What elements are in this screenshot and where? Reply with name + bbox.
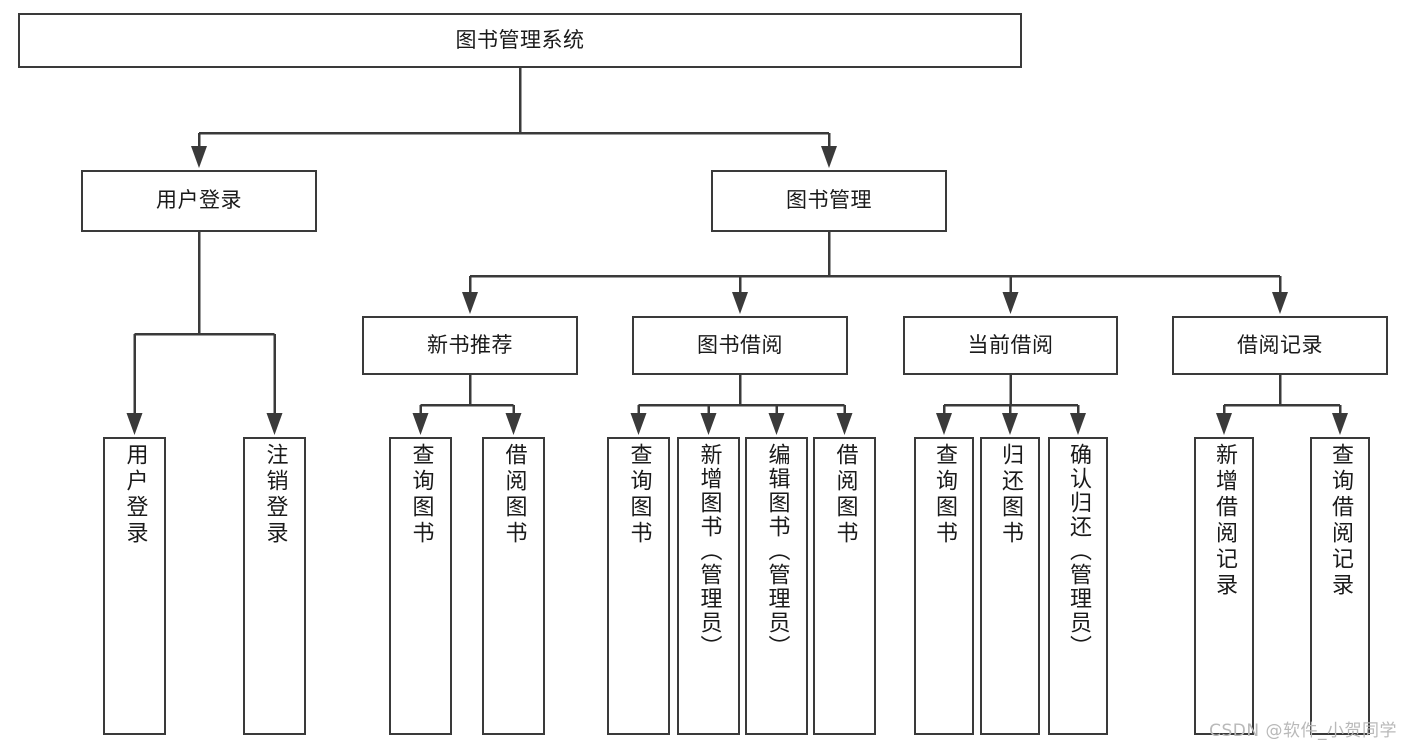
watermark-text: CSDN @软件_小贺同学: [1209, 721, 1397, 741]
node-label: 图书管理系统: [455, 27, 585, 52]
node-label: 归还图书: [998, 443, 1023, 547]
arrowhead: [821, 146, 837, 168]
node-login: 用户登录: [81, 170, 317, 232]
node-label: 查询借阅记录: [1328, 443, 1353, 599]
node-label: 用户登录: [156, 188, 242, 213]
arrowhead: [126, 413, 143, 435]
node-label: 用户登录: [122, 443, 148, 547]
node-label: 借阅图书: [501, 443, 527, 547]
node-newbook: 新书推荐: [362, 316, 578, 375]
arrowhead: [412, 413, 429, 435]
node-label: 查询图书: [408, 443, 434, 547]
arrowhead: [266, 413, 283, 435]
arrowhead: [505, 413, 522, 435]
node-label: 借阅图书: [832, 443, 858, 547]
node-label: 编辑图书（管理员）: [764, 443, 790, 659]
node-label: 新书推荐: [427, 332, 513, 357]
arrowhead: [462, 292, 478, 314]
arrowhead: [1272, 292, 1288, 314]
node-leaf-borrow-query: 查询图书: [607, 437, 670, 735]
node-leaf-user-login: 用户登录: [103, 437, 166, 735]
node-borrow: 图书借阅: [632, 316, 848, 375]
node-leaf-newbook-borrow: 借阅图书: [482, 437, 545, 735]
arrowhead: [1002, 292, 1019, 314]
node-records: 借阅记录: [1172, 316, 1388, 375]
node-current: 当前借阅: [903, 316, 1118, 375]
node-leaf-current-confirm: 确认归还（管理员）: [1048, 437, 1108, 735]
node-label: 新增借阅记录: [1212, 443, 1237, 599]
arrowhead: [630, 413, 647, 435]
node-bookmgmt: 图书管理: [711, 170, 947, 232]
node-label: 新增图书（管理员）: [696, 443, 722, 659]
node-label: 确认归还（管理员）: [1066, 443, 1091, 659]
node-label: 借阅记录: [1237, 332, 1323, 357]
arrowhead: [700, 413, 717, 435]
node-label: 查询图书: [626, 443, 652, 547]
node-leaf-borrow-lend: 借阅图书: [813, 437, 876, 735]
node-leaf-current-query: 查询图书: [914, 437, 974, 735]
arrowhead: [836, 413, 853, 435]
node-label: 图书管理: [786, 188, 872, 213]
node-leaf-records-query: 查询借阅记录: [1310, 437, 1370, 735]
arrowhead: [1002, 413, 1018, 435]
node-leaf-records-add: 新增借阅记录: [1194, 437, 1254, 735]
node-label: 注销登录: [262, 443, 288, 547]
arrowhead: [1216, 413, 1232, 435]
node-leaf-borrow-edit: 编辑图书（管理员）: [745, 437, 808, 735]
node-leaf-borrow-add: 新增图书（管理员）: [677, 437, 740, 735]
arrowhead: [732, 292, 748, 314]
arrowhead: [768, 413, 785, 435]
arrowhead: [1070, 413, 1086, 435]
node-leaf-newbook-query: 查询图书: [389, 437, 452, 735]
node-label: 当前借阅: [967, 332, 1054, 357]
arrowhead: [936, 413, 952, 435]
arrowhead: [191, 146, 207, 168]
node-label: 查询图书: [932, 443, 957, 547]
node-label: 图书借阅: [697, 332, 783, 357]
node-root: 图书管理系统: [18, 13, 1022, 68]
node-leaf-user-logout: 注销登录: [243, 437, 306, 735]
arrowhead: [1332, 413, 1348, 435]
node-leaf-current-return: 归还图书: [980, 437, 1040, 735]
